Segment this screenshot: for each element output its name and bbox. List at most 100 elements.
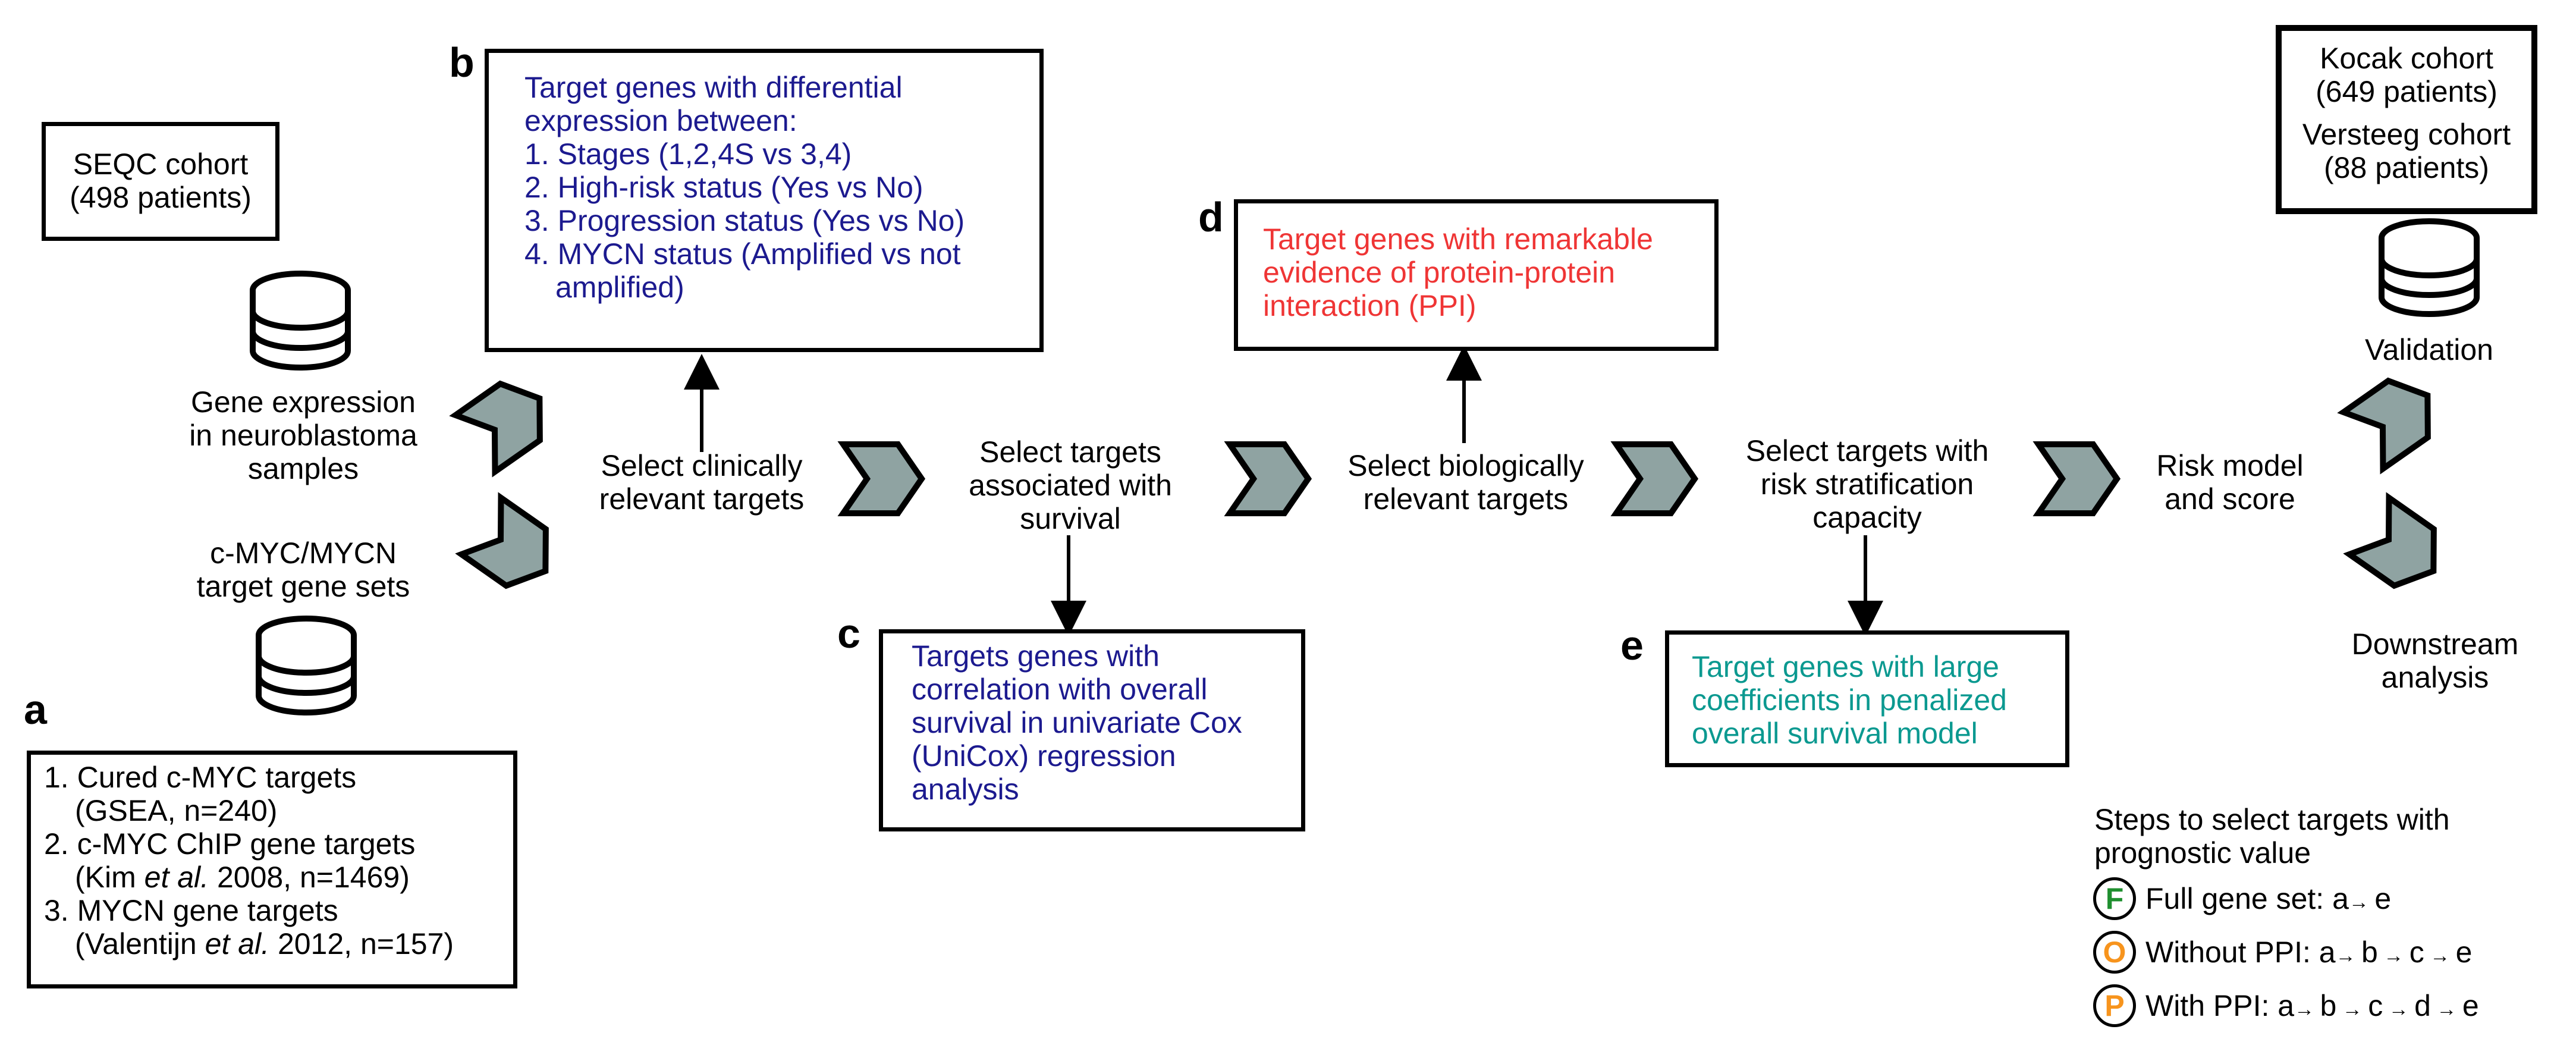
legend-step-arrow-icon: → bbox=[2377, 944, 2409, 967]
step2-line2: associated with bbox=[969, 469, 1172, 502]
panel-c-line4: (UniCox) regression bbox=[912, 739, 1176, 773]
panel-b-item2: 2. High-risk status (Yes vs No) bbox=[524, 171, 923, 204]
panel-a-item2: 2. c-MYC ChIP gene targets bbox=[44, 827, 416, 861]
panel-a-item3-pre: (Valentijn bbox=[75, 927, 205, 961]
badge-o-icon: O bbox=[2093, 931, 2136, 974]
panel-a-item1-detail: (GSEA, n=240) bbox=[75, 794, 278, 827]
seqc-cohort-count: (498 patients) bbox=[70, 181, 252, 214]
panel-d-box: Target genes with remarkable evidence of… bbox=[1234, 199, 1719, 351]
legend-step-label: e bbox=[2455, 936, 2473, 969]
chevron-step1-icon bbox=[837, 441, 926, 516]
panel-d-line3: interaction (PPI) bbox=[1263, 289, 1477, 322]
gene-sets-label: c-MYC/MYCN target gene sets bbox=[155, 536, 452, 603]
legend-with-ppi-path: → b → c → d → e bbox=[2294, 988, 2479, 1023]
step4-line3: capacity bbox=[1812, 501, 1922, 534]
step-select-clinically-relevant: Select clinically relevant targets bbox=[565, 449, 838, 516]
step2-line3: survival bbox=[1020, 502, 1121, 535]
step-select-survival-targets: Select targets associated with survival bbox=[934, 435, 1207, 535]
legend-step-label: b bbox=[2320, 989, 2337, 1022]
chevron-validation-icon bbox=[2337, 377, 2431, 475]
versteeg-cohort-count: (88 patients) bbox=[2324, 151, 2489, 184]
legend-step-label: c bbox=[2368, 989, 2383, 1022]
downstream-analysis-label: Downstream analysis bbox=[2310, 627, 2560, 694]
panel-a-item2-pre: (Kim bbox=[75, 861, 144, 894]
panel-e-line1: Target genes with large bbox=[1692, 650, 1999, 683]
chevron-gene-expression-icon bbox=[449, 380, 543, 478]
legend-step-label: b bbox=[2361, 936, 2378, 969]
legend-step-arrow-icon: → bbox=[2335, 944, 2362, 967]
panel-a-item3-etal: et al. bbox=[205, 927, 270, 961]
panel-a-item1: 1. Cured c-MYC targets bbox=[44, 761, 357, 794]
step2-line1: Select targets bbox=[979, 435, 1161, 469]
legend-with-ppi-label: With PPI: a bbox=[2145, 989, 2295, 1022]
step4-line1: Select targets with bbox=[1745, 434, 1989, 467]
legend-without-ppi-path: → b → c → e bbox=[2336, 935, 2473, 969]
gene-sets-line1: c-MYC/MYCN bbox=[210, 536, 397, 570]
panel-b-title1: Target genes with differential bbox=[524, 71, 903, 104]
legend-title: Steps to select targets with prognostic … bbox=[2094, 803, 2450, 870]
legend-step-arrow-icon: → bbox=[2383, 998, 2415, 1021]
panel-e-line3: overall survival model bbox=[1692, 717, 1978, 750]
legend-step-label: e bbox=[2374, 882, 2392, 915]
panel-b-item4-cont: amplified) bbox=[555, 271, 684, 304]
legend-full-path: → e bbox=[2349, 881, 2391, 916]
validation-cohorts-box: Kocak cohort (649 patients) Versteeg coh… bbox=[2276, 25, 2537, 214]
panel-a-item2-etal: et al. bbox=[144, 861, 209, 894]
chevron-step4-icon bbox=[2032, 441, 2121, 516]
database-icon-validation bbox=[2379, 218, 2480, 317]
panel-a-item3-post: 2012, n=157) bbox=[269, 927, 454, 961]
chevron-step3-icon bbox=[1610, 441, 1699, 516]
database-icon-seqc bbox=[250, 271, 351, 371]
step3-line1: Select biologically bbox=[1347, 449, 1584, 482]
legend-step-label: d bbox=[2414, 989, 2431, 1022]
downstream-line2: analysis bbox=[2381, 661, 2489, 694]
kocak-cohort-count: (649 patients) bbox=[2316, 75, 2498, 108]
panel-c-line2: correlation with overall bbox=[912, 673, 1208, 706]
legend-full-gene-set: F Full gene set: a → e bbox=[2093, 877, 2391, 920]
chevron-downstream-icon bbox=[2343, 492, 2437, 589]
seqc-cohort-title: SEQC cohort bbox=[73, 147, 249, 181]
panel-e-line2: coefficients in penalized bbox=[1692, 683, 2007, 717]
panel-letter-c: c bbox=[837, 610, 860, 657]
gene-sets-line2: target gene sets bbox=[196, 570, 410, 603]
gene-expression-line2: in neuroblastoma bbox=[189, 419, 417, 452]
legend-step-label: c bbox=[2409, 936, 2424, 969]
gene-expression-line1: Gene expression bbox=[190, 385, 416, 419]
legend-step-arrow-icon: → bbox=[2336, 998, 2368, 1021]
panel-a-item3-detail: (Valentijn et al. 2012, n=157) bbox=[44, 927, 513, 961]
kocak-cohort-title: Kocak cohort bbox=[2320, 42, 2493, 75]
legend-step-arrow-icon: → bbox=[2348, 891, 2375, 914]
panel-letter-d: d bbox=[1198, 194, 1224, 240]
panel-b-item1: 1. Stages (1,2,4S vs 3,4) bbox=[524, 137, 852, 171]
panel-b-box: Target genes with differential expressio… bbox=[485, 49, 1044, 352]
panel-letter-b: b bbox=[449, 39, 475, 86]
panel-c-line1: Targets genes with bbox=[912, 639, 1160, 673]
panel-d-line1: Target genes with remarkable bbox=[1263, 222, 1653, 256]
panel-a-item3: 3. MYCN gene targets bbox=[44, 894, 338, 927]
panel-letter-e: e bbox=[1620, 622, 1644, 668]
legend-full-label: Full gene set: a bbox=[2145, 882, 2349, 915]
validation-label: Validation bbox=[2365, 333, 2493, 366]
panel-letter-a: a bbox=[24, 686, 47, 733]
versteeg-cohort-title: Versteeg cohort bbox=[2302, 118, 2511, 151]
gene-expression-label: Gene expression in neuroblastoma samples bbox=[137, 385, 470, 485]
chevron-step2-icon bbox=[1224, 441, 1312, 516]
legend-title-line2: prognostic value bbox=[2094, 836, 2311, 870]
downstream-line1: Downstream bbox=[2351, 627, 2519, 661]
panel-a-box: 1. Cured c-MYC targets (GSEA, n=240) 2. … bbox=[27, 751, 517, 988]
chevron-gene-sets-icon bbox=[455, 492, 549, 589]
step4-line2: risk stratification bbox=[1760, 467, 1974, 501]
step-select-biologically-relevant: Select biologically relevant targets bbox=[1317, 449, 1614, 516]
badge-f-icon: F bbox=[2093, 877, 2136, 920]
panel-a-item2-post: 2008, n=1469) bbox=[209, 861, 410, 894]
legend-step-arrow-icon: → bbox=[2430, 998, 2462, 1021]
step5-line2: and score bbox=[2165, 482, 2295, 516]
step-risk-model: Risk model and score bbox=[2123, 449, 2337, 516]
legend-step-arrow-icon: → bbox=[2424, 944, 2456, 967]
step5-line1: Risk model bbox=[2156, 449, 2304, 482]
legend-without-ppi: O Without PPI: a → b → c → e bbox=[2093, 931, 2472, 974]
panel-b-item4: 4. MYCN status (Amplified vs not bbox=[524, 237, 961, 271]
gene-expression-line3: samples bbox=[247, 452, 359, 485]
panel-c-box: Targets genes with correlation with over… bbox=[879, 629, 1305, 831]
